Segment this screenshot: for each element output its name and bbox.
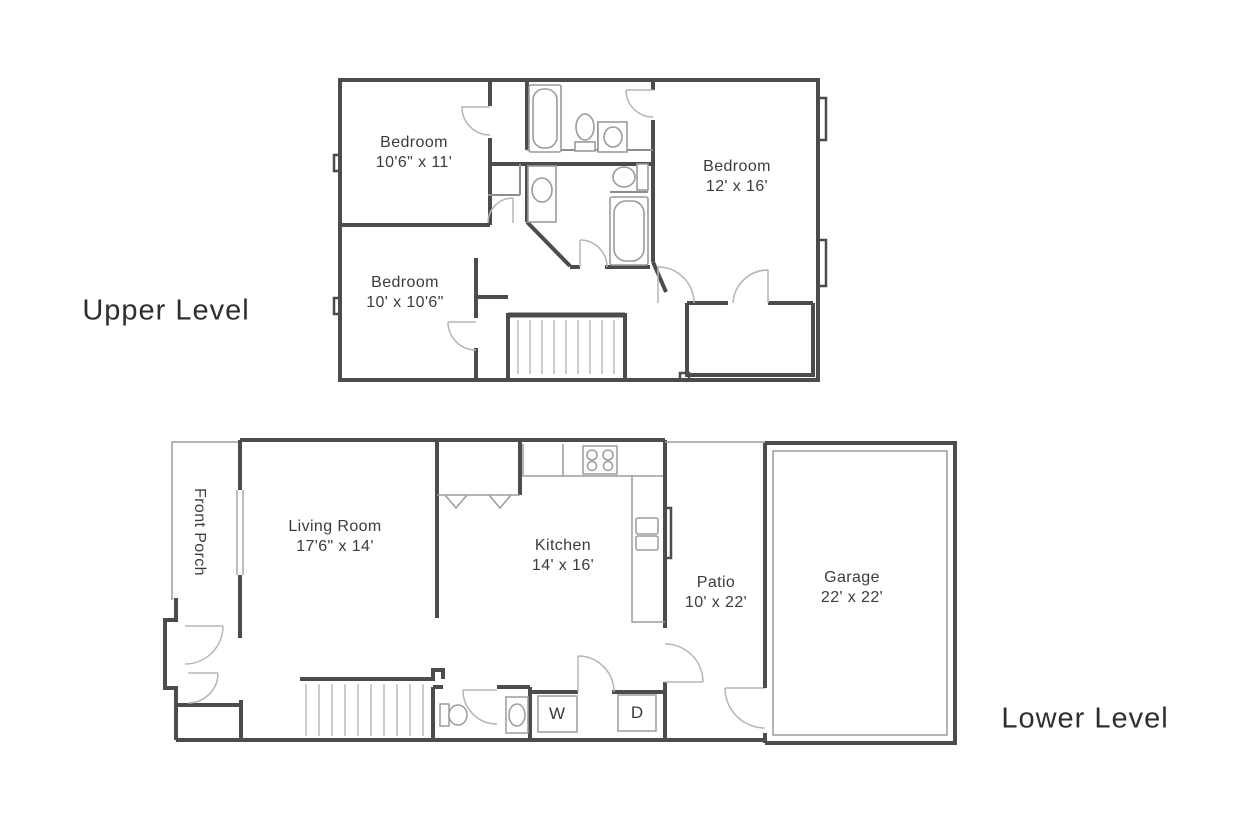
upper-level-title: Upper Level [82, 294, 250, 327]
upper-window-notches [332, 96, 828, 380]
lower-window-lines [236, 490, 673, 575]
lower-staircase [300, 668, 445, 736]
room-dimensions: 14' x 16' [531, 557, 595, 574]
stove-icon [582, 445, 618, 475]
front-porch-outline [171, 441, 240, 600]
room-name: Bedroom [380, 134, 448, 151]
room-dimensions: 10' x 10'6" [366, 294, 444, 311]
room-label-patio: Patio 10' x 22' [685, 573, 747, 613]
room-label-front-porch: Front Porch [189, 488, 209, 576]
upper-level-plan [332, 78, 828, 382]
upper-door-swings [447, 89, 769, 351]
room-dimensions: 22' x 22' [820, 589, 884, 606]
pedestal-sink-icon [505, 696, 529, 734]
lower-stair-treads [305, 684, 424, 736]
toilet-icon-3 [439, 703, 468, 727]
lower-interior-walls [178, 440, 665, 740]
toilet-icon [574, 113, 596, 152]
room-dimensions: 12' x 16' [705, 178, 769, 195]
washer-label: W [548, 704, 566, 723]
sink-icon [597, 121, 628, 153]
upper-bath-fixtures [527, 84, 649, 266]
upper-staircase [506, 312, 627, 380]
dryer-label: D [630, 703, 644, 722]
kitchen-counters [522, 444, 665, 623]
bathtub-icon-2 [609, 196, 649, 266]
laundry-appliances [537, 694, 657, 733]
washer-box [537, 695, 578, 733]
garage-inner-line [772, 450, 948, 736]
halfbath-fixtures [439, 696, 529, 734]
dryer-box [617, 694, 657, 732]
closet-bifold-doors [437, 494, 520, 510]
vanity-sink-icon [527, 165, 557, 223]
room-label-kitchen: Kitchen 14' x 16' [532, 536, 594, 576]
room-label-living-room: Living Room 17'6" x 14' [288, 517, 381, 557]
upper-exterior-walls [338, 78, 820, 382]
room-label-bedroom-2: Bedroom 12' x 16' [703, 157, 771, 197]
kitchen-sink-icon [635, 517, 659, 551]
toilet-icon-2 [612, 163, 649, 191]
room-label-bedroom-1: Bedroom 10'6" x 11' [376, 133, 452, 173]
lower-level-title: Lower Level [1001, 702, 1169, 735]
room-name: Patio [696, 574, 736, 591]
upper-stair-treads [517, 320, 615, 374]
room-name: Front Porch [191, 488, 208, 576]
bathtub-icon [528, 84, 562, 153]
room-name: Bedroom [703, 158, 771, 175]
room-name: Living Room [288, 518, 382, 535]
room-name: Garage [824, 569, 880, 586]
room-dimensions: 10' x 22' [684, 594, 748, 611]
room-label-garage: Garage 22' x 22' [821, 568, 883, 608]
lower-exterior-walls [163, 438, 765, 742]
lower-door-swings [184, 625, 766, 729]
room-label-bedroom-3: Bedroom 10' x 10'6" [366, 273, 444, 313]
room-dimensions: 17'6" x 14' [296, 538, 374, 555]
room-name: Kitchen [534, 537, 592, 554]
garage-walls [763, 441, 957, 745]
room-dimensions: 10'6" x 11' [375, 154, 453, 171]
room-name: Bedroom [371, 274, 439, 291]
upper-interior-walls [340, 80, 815, 380]
lower-level-plan [163, 438, 957, 745]
